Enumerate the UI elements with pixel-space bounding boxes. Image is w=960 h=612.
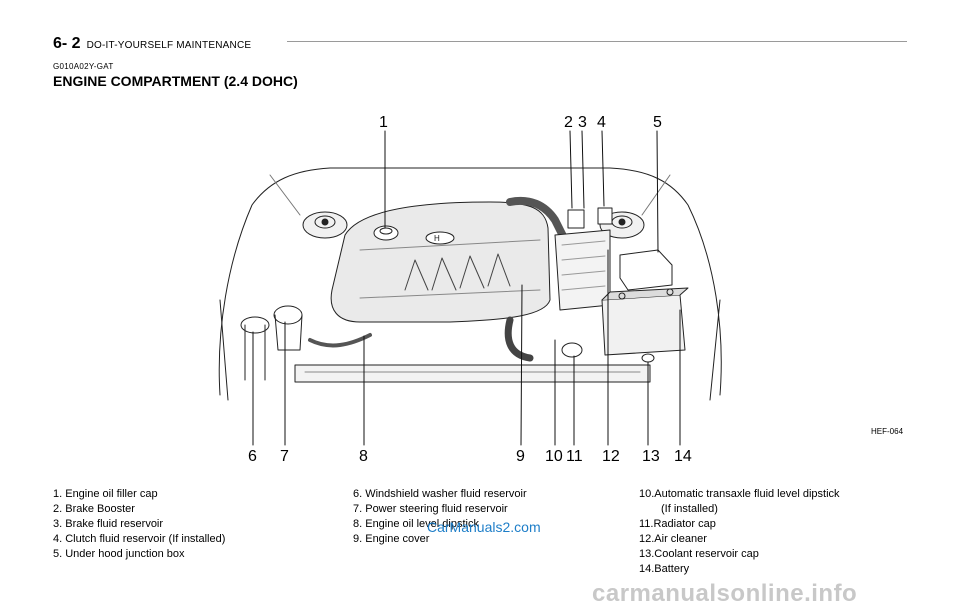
legend-item: 6. Windshield washer fluid reservoir [353,488,527,500]
callout-7: 7 [280,448,289,465]
watermark-link[interactable]: CarManuals2.com [427,519,541,535]
watermark-footer: carmanualsonline.info [592,580,858,607]
oil-filler-cap [373,225,399,241]
callout-10: 10 [545,448,563,465]
callout-13: 13 [642,448,660,465]
callout-8: 8 [359,448,368,465]
under-hood-junction-box [619,249,673,291]
legend-item: 12.Air cleaner [639,533,707,545]
doc-code: G010A02Y-GAT [53,62,114,71]
legend-item: 13.Coolant reservoir cap [639,548,759,560]
callout-6: 6 [248,448,257,465]
legend-column-2: 6. Windshield washer fluid reservoir 7. … [353,487,527,547]
header-rule [287,41,907,42]
power-steering-reservoir [273,305,303,351]
legend-item: 8. Engine oil level dipstick [353,518,479,530]
engine-logo: H [434,234,440,243]
legend-item: 10.Automatic transaxle fluid level dipst… [639,488,840,500]
callout-leaders [252,130,681,446]
legend-item: 4. Clutch fluid reservoir (If installed) [53,533,226,545]
legend-item: 3. Brake fluid reservoir [53,518,164,530]
callout-3: 3 [578,114,587,131]
intake-hose [506,197,574,254]
callout-5: 5 [653,114,662,131]
coolant-reservoir-cap [641,353,655,363]
legend-item: 5. Under hood junction box [53,548,185,560]
radiator-cap [561,342,583,358]
page-number: 6- 2 [53,35,81,52]
callout-4: 4 [597,114,606,131]
callout-12: 12 [602,448,620,465]
legend-item: 7. Power steering fluid reservoir [353,503,508,515]
callout-9: 9 [516,448,525,465]
legend-item: 9. Engine cover [353,533,430,545]
legend-item: 1. Engine oil filler cap [53,488,158,500]
left-strut-tower [302,211,348,239]
battery [601,287,689,356]
section-title: DO-IT-YOURSELF MAINTENANCE [86,40,252,51]
legend-item: 14.Battery [639,563,690,575]
front-cross-member [294,364,651,383]
air-cleaner [554,229,611,311]
callout-14: 14 [674,448,692,465]
legend-column-1: 1. Engine oil filler cap 2. Brake Booste… [53,487,225,562]
engine-bay-outline [218,167,722,396]
figure-code: HEF-064 [871,427,904,436]
callout-2: 2 [564,114,573,131]
page-title: ENGINE COMPARTMENT (2.4 DOHC) [53,73,298,89]
callout-11: 11 [566,448,583,465]
engine-cover-ribs [404,253,511,291]
clutch-fluid-reservoir [597,207,613,225]
engine-cover: H [330,201,551,323]
legend-item: 2. Brake Booster [53,503,135,515]
radiator-hose [504,316,534,362]
legend-item: (If installed) [661,503,718,515]
callout-1: 1 [379,114,388,131]
page-header: 6- 2 DO-IT-YOURSELF MAINTENANCE [53,35,252,52]
washer-fluid-reservoir [240,316,270,381]
legend-column-3: 10.Automatic transaxle fluid level dipst… [639,487,840,577]
legend-item: 11.Radiator cap [639,518,716,530]
brake-fluid-reservoir [567,209,585,229]
engine-compartment-illustration: H [218,130,722,446]
